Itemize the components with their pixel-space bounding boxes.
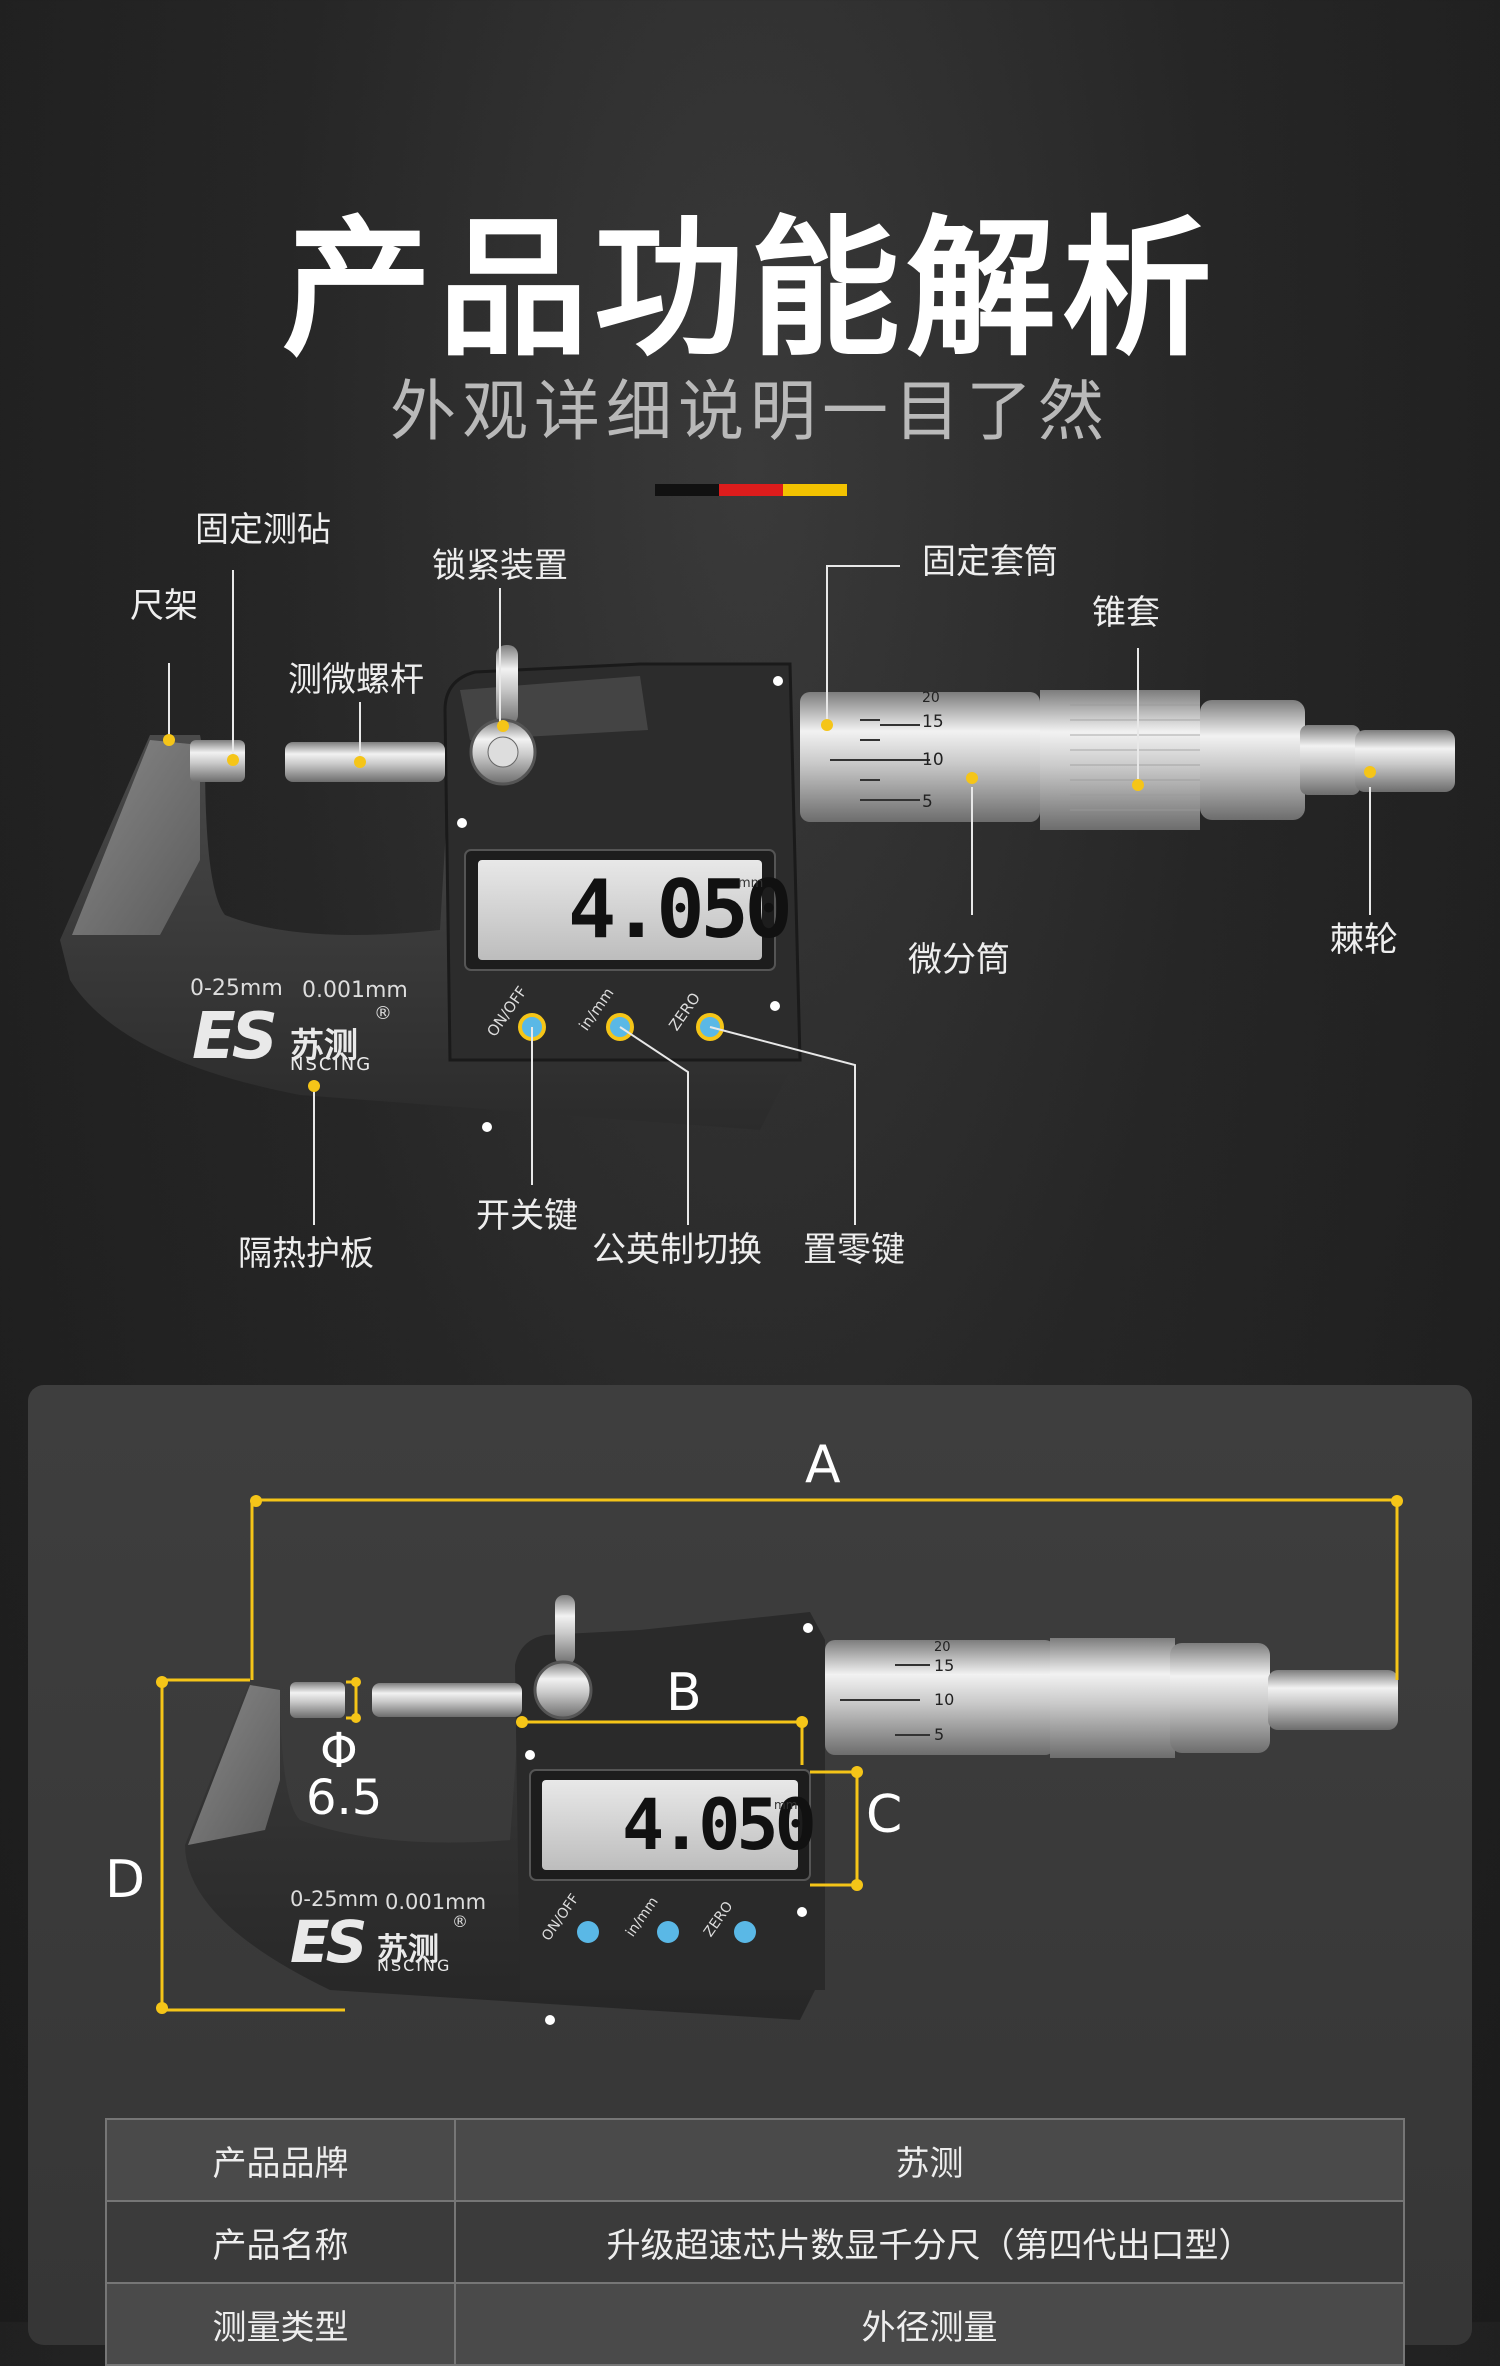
table-row: 测量类型 外径测量: [105, 2282, 1405, 2366]
label-frame: 尺架: [130, 586, 198, 626]
label-power-key: 开关键: [476, 1196, 578, 1236]
dimension-d-label: D: [105, 1850, 146, 1910]
flag-red: [719, 484, 783, 496]
flag-black: [655, 484, 719, 496]
dim-line-a: [250, 1498, 1399, 1680]
label-sleeve: 固定套筒: [922, 542, 1058, 582]
spec-value: 苏测: [454, 2118, 1405, 2202]
dimension-illustration: [156, 1495, 1403, 2025]
lock-lever: [496, 645, 518, 725]
label-unit-switch: 公英制切换: [592, 1230, 762, 1270]
dim-line-phi: [346, 1680, 358, 1720]
spec-label: 产品名称: [105, 2200, 456, 2284]
ratchet-body: [1300, 725, 1360, 795]
page-subtitle: 外观详细说明一目了然: [390, 373, 1110, 450]
scale-20: 20: [922, 690, 940, 706]
registered-mark: ®: [374, 1003, 392, 1024]
label-lock: 锁紧装置: [432, 546, 568, 586]
dimension-a-label: A: [805, 1435, 841, 1495]
brand-logo-es: ES: [192, 1000, 278, 1074]
resolution-text: 0.001mm: [302, 978, 408, 1003]
dim-unit-button: [657, 1921, 679, 1943]
anvil-rod: [190, 740, 245, 782]
label-spindle: 测微螺杆: [288, 660, 424, 700]
spec-label: 产品品牌: [105, 2118, 456, 2202]
label-ratchet: 棘轮: [1330, 920, 1398, 960]
spec-table: 产品品牌 苏测 产品名称 升级超速芯片数显千分尺（第四代出口型） 测量类型 外径…: [105, 2118, 1405, 2366]
label-zero-key: 置零键: [803, 1230, 905, 1270]
dim-range-text: 0-25mm: [290, 1887, 379, 1911]
phi-value: 6.5: [306, 1770, 383, 1826]
dim-brand-logo-cn: 苏测: [377, 1932, 439, 1968]
flag-gold: [783, 484, 847, 496]
scale-10: 10: [922, 750, 944, 770]
label-fixed-anvil: 固定测砧: [195, 510, 331, 550]
spec-value: 升级超速芯片数显千分尺（第四代出口型）: [454, 2200, 1405, 2284]
dim-scale-10: 10: [934, 1690, 955, 1709]
spec-label: 测量类型: [105, 2282, 456, 2366]
dim-zero-button: [734, 1921, 756, 1943]
frame-face: [72, 740, 200, 935]
brand-logo-cn: 苏测: [290, 1026, 358, 1066]
brand-logo-en: NSCING: [290, 1054, 373, 1075]
range-text: 0-25mm: [190, 976, 283, 1001]
dim-registered-mark: ®: [452, 1912, 468, 1931]
table-row: 产品名称 升级超速芯片数显千分尺（第四代出口型）: [105, 2200, 1405, 2284]
lcd-value: 4.050: [568, 863, 793, 956]
dim-resolution-text: 0.001mm: [385, 1890, 487, 1914]
dim-line-d: [160, 1678, 345, 2012]
lcd-readout: 4.050 mm: [560, 860, 793, 960]
lcd-screen: [478, 860, 762, 960]
scale-15: 15: [922, 712, 944, 732]
table-row: 产品品牌 苏测: [105, 2118, 1405, 2202]
dim-lcd-unit: mm: [774, 1798, 798, 1812]
page-title: 产品功能解析: [281, 203, 1218, 377]
dim-brand-logo-en: NSCING: [377, 1956, 452, 1975]
scale-5: 5: [922, 792, 933, 812]
tricolor-divider: [655, 484, 847, 496]
label-heat-shield: 隔热护板: [238, 1234, 374, 1274]
dimension-c-label: C: [866, 1785, 903, 1845]
dim-power-button: [577, 1921, 599, 1943]
dim-brand-logo-es: ES: [290, 1908, 367, 1976]
lcd-unit: mm: [738, 876, 764, 891]
dim-scale-15: 15: [934, 1656, 955, 1675]
label-cone: 锥套: [1092, 593, 1160, 633]
micrometer-illustration: [60, 565, 1455, 1225]
spec-value: 外径测量: [454, 2282, 1405, 2366]
dimension-b-label: B: [666, 1663, 702, 1723]
phi-symbol: Φ: [320, 1723, 358, 1779]
dim-scale-5: 5: [934, 1725, 945, 1744]
dim-scale-20: 20: [934, 1640, 951, 1655]
dim-lcd-value: 4.050: [622, 1784, 817, 1866]
dim-line-c: [810, 1770, 859, 1887]
sleeve-body: [800, 692, 1040, 822]
label-thimble: 微分筒: [908, 940, 1010, 980]
